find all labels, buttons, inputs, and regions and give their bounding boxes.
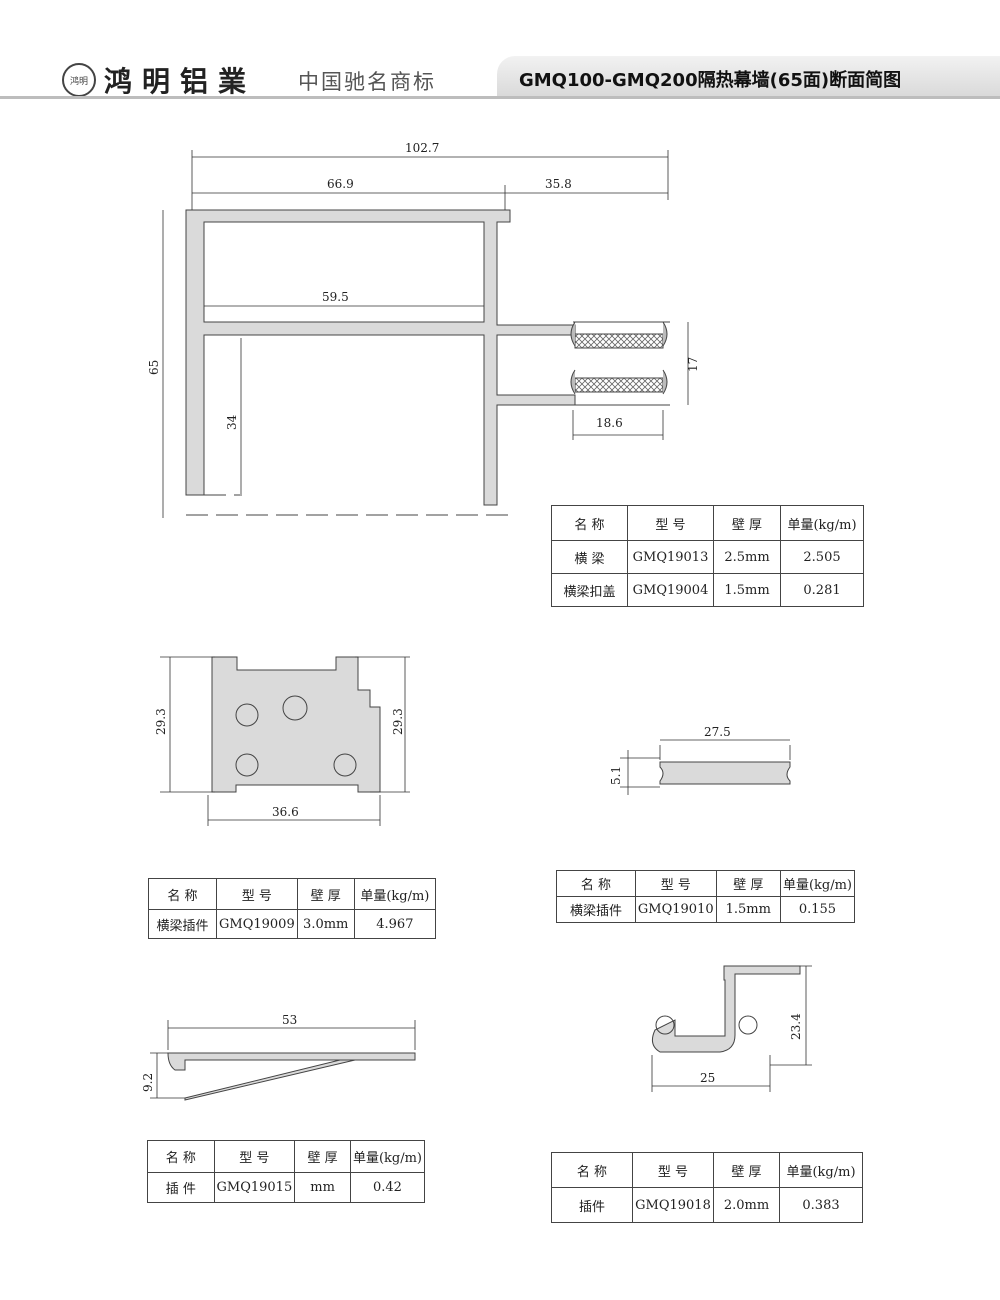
cell-model: GMQ19015 [213, 1172, 296, 1203]
cell-thickness: 2.0mm [713, 1187, 780, 1223]
dim-cover-height: 5.1 [609, 766, 623, 785]
cell-thickness: 3.0mm [296, 909, 355, 939]
cell-name: 横梁插件 [556, 896, 636, 923]
brand-logo: 鸿明 鸿明铝業 [62, 60, 256, 100]
header-weight: 单量(kg/m) [353, 878, 437, 910]
header-name: 名 称 [551, 1152, 633, 1188]
header-model: 型 号 [634, 870, 717, 897]
cell-weight: 0.42 [349, 1172, 426, 1203]
dim-cover-width: 27.5 [704, 725, 731, 739]
cell-thickness: 1.5mm [715, 896, 781, 923]
header-weight: 单量(kg/m) [349, 1140, 426, 1173]
cell-weight: 0.281 [780, 573, 864, 607]
cell-thickness: 1.5mm [713, 573, 781, 607]
header-thickness: 壁 厚 [713, 1152, 780, 1188]
cell-model: GMQ19009 [216, 909, 298, 939]
main-beam-profile [185, 209, 670, 516]
cell-weight: 0.155 [779, 896, 856, 923]
dim-clip-height: 23.4 [789, 1013, 803, 1040]
header-name: 名 称 [556, 870, 636, 897]
insert-dimension-lines [160, 656, 410, 826]
header-thickness: 壁 厚 [713, 505, 781, 541]
dim-inner-width: 59.5 [322, 290, 349, 304]
dim-insert-width: 36.6 [272, 805, 299, 819]
cell-weight: 2.505 [780, 540, 864, 574]
header-thickness: 壁 厚 [715, 870, 781, 897]
dim-insert-height-right: 29.3 [391, 708, 405, 735]
dim-plug-height: 9.2 [141, 1073, 155, 1092]
cell-thickness: 2.5mm [713, 540, 781, 574]
cell-thickness: mm [294, 1172, 351, 1203]
header-weight: 单量(kg/m) [779, 1152, 863, 1188]
header-divider [0, 96, 1000, 99]
header-model: 型 号 [632, 1152, 714, 1188]
main-dimension-lines [162, 150, 689, 518]
dim-strip-width: 18.6 [596, 416, 623, 430]
clip-profile [651, 965, 812, 1092]
cell-model: GMQ19013 [627, 540, 714, 574]
cell-model: GMQ19018 [632, 1187, 714, 1223]
header-model: 型 号 [213, 1140, 296, 1173]
header-thickness: 壁 厚 [294, 1140, 351, 1173]
slogan: 中国驰名商标 [298, 70, 436, 94]
brand-name: 鸿明铝業 [104, 65, 257, 98]
cell-name: 横梁扣盖 [551, 573, 628, 607]
header-weight: 单量(kg/m) [780, 505, 864, 541]
page-title: GMQ100-GMQ200隔热幕墙(65面)断面简图 [497, 56, 1000, 97]
cell-name: 横 梁 [551, 540, 628, 574]
dim-inner-height: 34 [225, 414, 239, 430]
dim-clip-width: 25 [700, 1071, 715, 1085]
cell-name: 横梁插件 [148, 909, 217, 939]
dim-left-width: 66.9 [327, 177, 354, 191]
dim-height: 65 [147, 360, 161, 375]
dim-insert-height-left: 29.3 [154, 708, 168, 735]
header-weight: 单量(kg/m) [779, 870, 856, 897]
header-model: 型 号 [216, 878, 298, 910]
header-name: 名 称 [148, 878, 217, 910]
header-model: 型 号 [627, 505, 714, 541]
cell-weight: 4.967 [353, 909, 437, 939]
dim-total-width: 102.7 [405, 141, 439, 155]
cell-name: 插件 [551, 1187, 633, 1223]
plug-profile [150, 1020, 416, 1101]
insert-profile [211, 656, 381, 793]
header-name: 名 称 [147, 1140, 215, 1173]
cell-model: GMQ19004 [627, 573, 714, 607]
dim-plug-width: 53 [282, 1013, 297, 1027]
header-thickness: 壁 厚 [296, 878, 355, 910]
cell-name: 插 件 [147, 1172, 215, 1203]
cell-weight: 0.383 [779, 1187, 863, 1223]
cell-model: GMQ19010 [634, 896, 717, 923]
cover-profile [620, 739, 791, 795]
dim-right-width: 35.8 [545, 177, 572, 191]
dim-strip-height: 17 [686, 357, 700, 372]
header-name: 名 称 [551, 505, 628, 541]
